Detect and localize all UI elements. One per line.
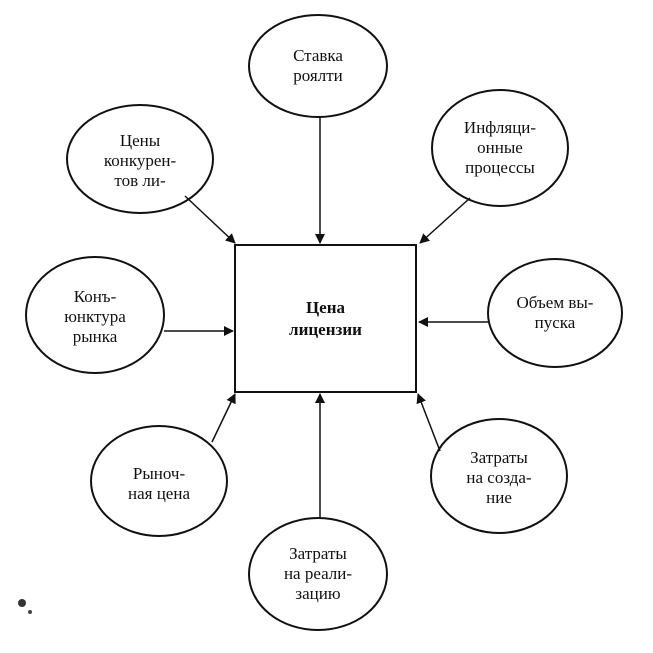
node-realization-cost: [248, 517, 388, 631]
label-realization-cost: Затраты на реали- зацию: [249, 544, 387, 604]
royalty-line-2: роялти: [293, 66, 343, 85]
inflation-line-3: процессы: [465, 158, 535, 177]
competitor-prices-line-2: конкурен-: [103, 151, 177, 170]
inflation-line-2: онные: [477, 138, 523, 157]
creation-cost-line-1: Затраты: [470, 448, 528, 467]
label-inflation: Инфляци- онные процессы: [432, 118, 568, 178]
scan-speck-2: [28, 610, 32, 614]
label-creation-cost: Затраты на созда- ние: [431, 448, 567, 508]
center-line-2: лицензии: [289, 320, 362, 339]
creation-cost-line-2: на созда-: [466, 468, 532, 487]
node-market-price: [90, 425, 228, 537]
node-inflation: [431, 89, 569, 207]
inflation-line-1: Инфляци-: [463, 118, 537, 137]
royalty-line-1: Ставка: [293, 46, 343, 65]
market-price-line-2: ная цена: [128, 484, 190, 503]
volume-line-2: пуска: [534, 313, 576, 332]
market-conjuncture-line-2: юнктура: [64, 307, 126, 326]
competitor-prices-line-3: тов ли-: [114, 171, 166, 190]
node-market-conjuncture: [25, 256, 165, 374]
center-label: Цена лицензии: [235, 297, 416, 341]
node-volume: [487, 258, 623, 368]
market-price-line-1: Рыноч-: [132, 464, 186, 483]
scan-speck: [18, 599, 26, 607]
volume-line-1: Объем вы-: [516, 293, 594, 312]
realization-cost-line-3: зацию: [295, 584, 341, 603]
realization-cost-line-2: на реали-: [283, 564, 353, 583]
label-market-conjuncture: Конъ- юнктура рынка: [26, 287, 164, 347]
competitor-prices-line-1: Цены: [119, 131, 161, 150]
label-royalty: Ставка роялти: [249, 46, 387, 86]
center-box: [234, 244, 417, 393]
center-line-1: Цена: [305, 298, 346, 317]
creation-cost-line-3: ние: [486, 488, 512, 507]
arrow-market-price: [211, 393, 236, 443]
arrow-inflation: [419, 197, 471, 244]
market-conjuncture-line-1: Конъ-: [73, 287, 117, 306]
label-market-price: Рыноч- ная цена: [91, 464, 227, 504]
node-royalty: [248, 14, 388, 118]
realization-cost-line-1: Затраты: [289, 544, 347, 563]
label-competitor-prices: Цены конкурен- тов ли-: [67, 131, 213, 191]
label-volume: Объем вы- пуска: [488, 293, 622, 333]
market-conjuncture-line-3: рынка: [72, 327, 118, 346]
arrow-competitor-prices: [184, 195, 236, 244]
arrow-creation-cost: [416, 393, 441, 452]
node-competitor-prices: [66, 104, 214, 214]
node-creation-cost: [430, 418, 568, 534]
